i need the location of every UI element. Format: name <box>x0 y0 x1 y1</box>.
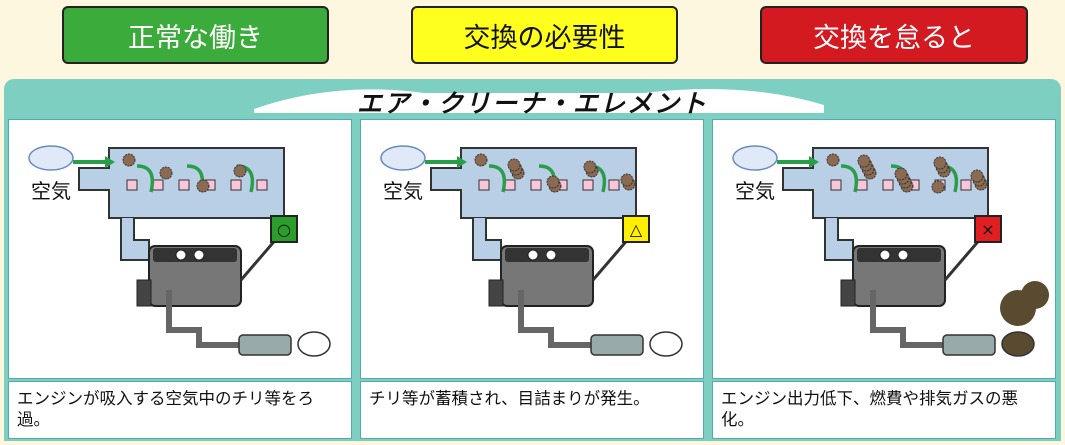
filter-element <box>608 179 620 191</box>
diagram-normal: 空気 ○ <box>8 119 352 379</box>
exhaust-pipe <box>870 290 943 348</box>
engine-eye <box>879 249 891 261</box>
caption-need: チリ等が蓄積され、目詰まりが発生。 <box>360 381 704 439</box>
air-label: 空気 <box>383 179 423 203</box>
cloud-icon <box>732 145 778 171</box>
muffler <box>238 334 292 356</box>
exhaust-pipe <box>518 290 591 348</box>
engine-mount <box>840 279 856 307</box>
exhaust-cloud <box>649 331 683 357</box>
flag-icon <box>974 215 1002 243</box>
flow-arrow <box>488 164 507 193</box>
dust-particle <box>122 153 136 167</box>
muffler <box>590 334 644 356</box>
intake-pipe <box>824 218 854 261</box>
engine-mount <box>488 279 504 307</box>
intake-arrow-head <box>809 156 819 168</box>
dust-particle <box>546 175 560 189</box>
air-label: 空気 <box>31 179 71 203</box>
intake-arrow-head <box>457 156 467 168</box>
diagram-neglect: 空気 × <box>712 119 1056 379</box>
filter-element <box>504 179 516 191</box>
dust-particle <box>507 158 521 172</box>
dust-particle <box>894 167 908 181</box>
intake-pipe <box>472 218 502 261</box>
dust-particle <box>159 166 173 180</box>
filter-element <box>478 179 490 191</box>
replacement-need-button[interactable]: 交換の必要性 <box>411 6 678 64</box>
air-cleaner-panel: エア・クリーナ・エレメント 空気 ○ 空気 △ 空気 × エンジンが吸入する空気中のチ… <box>4 79 1061 441</box>
neglect-replacement-button[interactable]: 交換を怠ると <box>760 6 1028 64</box>
filter-element <box>582 179 594 191</box>
panel-title: エア・クリーナ・エレメント <box>356 89 708 118</box>
cloud-icon <box>380 145 426 171</box>
filter-element <box>230 179 242 191</box>
dust-particle <box>196 179 210 193</box>
dust-particle <box>474 153 488 167</box>
engine-eye <box>193 249 205 261</box>
dust-particle <box>826 153 840 167</box>
engine-eye <box>897 249 909 261</box>
engine-mount <box>136 279 152 307</box>
dust-particle <box>583 160 597 174</box>
filter-element <box>960 179 972 191</box>
flag-mark: × <box>981 220 994 239</box>
exhaust-cloud <box>1001 331 1035 357</box>
filter-element <box>882 179 894 191</box>
dust-particle <box>933 156 947 170</box>
caption-neglect: エンジン出力低下、燃費や排気ガスの悪化。 <box>712 381 1056 439</box>
caption-normal: エンジンが吸入する空気中のチリ等をろ過。 <box>8 381 352 439</box>
intake-arrow-head <box>105 156 115 168</box>
diagram-need: 空気 △ <box>360 119 704 379</box>
flag-icon <box>622 215 650 243</box>
filter-element <box>152 179 164 191</box>
engine-eye <box>545 249 557 261</box>
dust-particle <box>233 164 247 178</box>
exhaust-pipe <box>166 290 239 348</box>
flag-mark: ○ <box>277 220 291 239</box>
title-banner <box>254 89 824 113</box>
intake-pipe <box>120 218 150 261</box>
dust-particle <box>970 169 984 183</box>
exhaust-cloud <box>297 331 331 357</box>
dust-particle <box>620 173 634 187</box>
flow-arrow <box>136 164 155 193</box>
filter-element <box>126 179 138 191</box>
engine-eye <box>175 249 187 261</box>
filter-element <box>178 179 190 191</box>
filter-element <box>856 179 868 191</box>
engine-eye <box>527 249 539 261</box>
filter-element <box>830 179 842 191</box>
dust-particle <box>931 180 945 194</box>
smoke-cloud <box>1021 281 1049 309</box>
air-label: 空気 <box>735 179 775 203</box>
normal-function-button[interactable]: 正常な働き <box>62 6 329 64</box>
muffler <box>942 334 996 356</box>
filter-element <box>256 179 268 191</box>
cloud-icon <box>28 145 74 171</box>
flow-arrow <box>840 164 859 193</box>
flag-icon <box>270 215 298 243</box>
dust-particle <box>857 154 871 168</box>
flag-mark: △ <box>630 220 643 239</box>
filter-element <box>530 179 542 191</box>
